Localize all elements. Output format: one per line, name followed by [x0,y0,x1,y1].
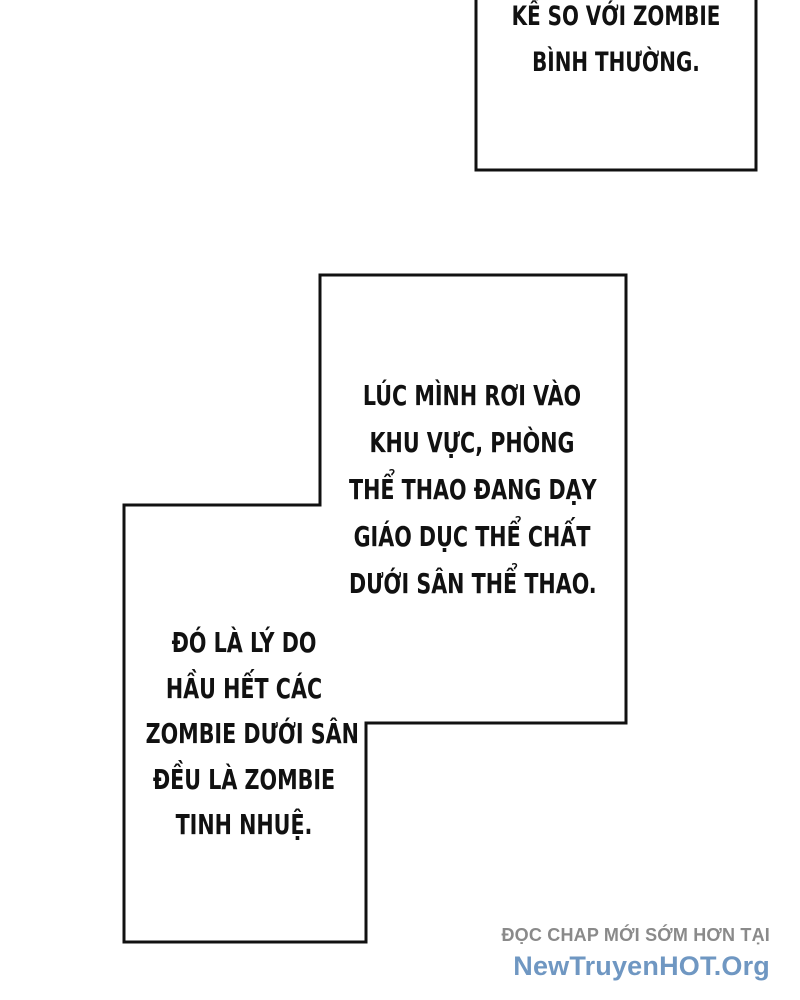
caption-line: KẾ SO VỚI ZOMBIE [511,1,721,32]
watermark-site-name: NewTruyenHOT.Org [513,951,770,981]
caption-line: ZOMBIE DƯỚI SÂN [145,717,359,750]
caption-line: HẦU HẾT CÁC [165,671,323,705]
watermark-tagline: ĐỌC CHAP MỚI SỚM HƠN TẠI [501,925,770,945]
caption-line: GIÁO DỤC THỂ CHẤT [353,520,591,553]
caption-lower: ĐÓ LÀ LÝ DO HẦU HẾT CÁC ZOMBIE DƯỚI SÂN … [145,620,359,848]
stepped-caption-box [122,273,628,944]
caption-line: KHU VỰC, PHÒNG [369,426,575,459]
top-caption-box [474,0,758,172]
caption-top: KẾ SO VỚI ZOMBIE BÌNH THƯỜNG. [501,0,731,86]
caption-line: BÌNH THƯỜNG. [532,47,700,78]
caption-line: ĐÓ LÀ LÝ DO [171,626,317,659]
caption-line: LÚC MÌNH RƠI VÀO [362,379,582,412]
caption-middle: LÚC MÌNH RƠI VÀO KHU VỰC, PHÒNG THỂ THAO… [349,372,597,607]
caption-line: TINH NHUỆ. [175,808,313,841]
caption-line: DƯỚI SÂN THỂ THAO. [349,567,597,600]
caption-line: ĐỀU LÀ ZOMBIE [152,762,336,796]
caption-line: THỂ THAO ĐANG DẠY [349,473,597,506]
site-watermark: ĐỌC CHAP MỚI SỚM HƠN TẠI NewTruyenHOT.Or… [501,922,770,984]
